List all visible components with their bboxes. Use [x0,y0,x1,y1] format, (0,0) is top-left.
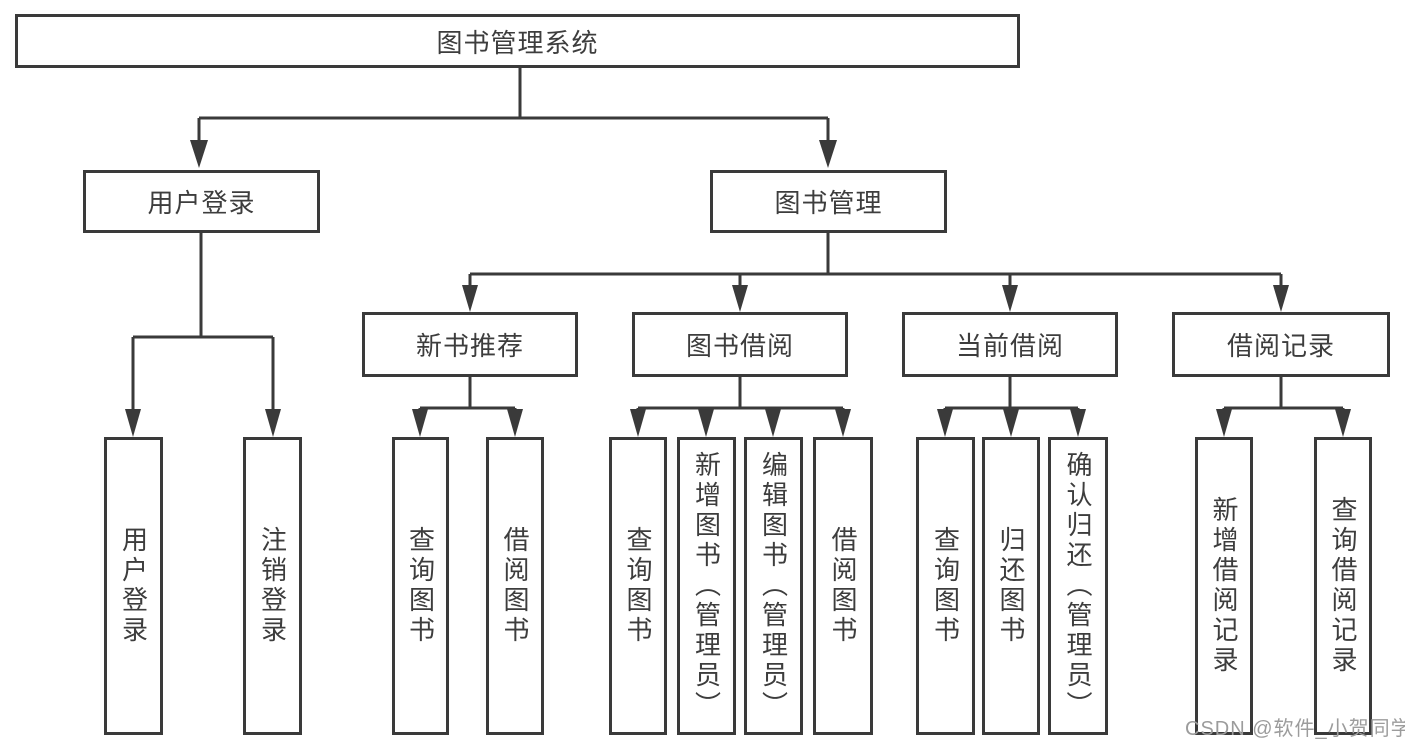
leaf-record-query-label: 查询借阅记录 [1328,496,1358,676]
node-root-label: 图书管理系统 [436,27,599,58]
leaf-logout-label: 注销登录 [257,526,288,646]
leaf-borrow-query-label: 查询图书 [623,526,653,646]
node-current-borrow-label: 当前借阅 [955,331,1064,361]
node-new-book-recommend-label: 新书推荐 [415,331,524,361]
leaf-user-login: 用户登录 [104,437,163,735]
leaf-borrow-add-admin-label: 新增图书（管理员） [691,451,722,721]
leaf-borrow-edit-admin-label: 编辑图书（管理员） [758,451,789,721]
leaf-current-confirm-admin-label: 确认归还（管理员） [1063,451,1093,721]
leaf-record-add-label: 新增借阅记录 [1209,496,1239,676]
leaf-newbook-borrow-label: 借阅图书 [500,526,530,646]
node-book-management: 图书管理 [710,170,947,233]
leaf-current-return-label: 归还图书 [996,526,1026,646]
leaf-newbook-query-label: 查询图书 [405,526,436,646]
node-book-borrow: 图书借阅 [632,312,848,377]
node-user-login-label: 用户登录 [147,188,256,218]
leaf-record-query: 查询借阅记录 [1314,437,1372,735]
leaf-borrow-edit-admin: 编辑图书（管理员） [744,437,803,735]
node-borrow-record-label: 借阅记录 [1226,331,1335,361]
leaf-newbook-query: 查询图书 [392,437,449,735]
leaf-current-return: 归还图书 [982,437,1040,735]
leaf-current-query: 查询图书 [916,437,975,735]
leaf-current-confirm-admin: 确认归还（管理员） [1048,437,1108,735]
node-borrow-record: 借阅记录 [1172,312,1390,377]
node-root: 图书管理系统 [15,14,1020,68]
leaf-user-login-label: 用户登录 [118,526,149,646]
leaf-record-add: 新增借阅记录 [1195,437,1253,735]
node-book-borrow-label: 图书借阅 [685,331,794,361]
leaf-borrow-borrow: 借阅图书 [813,437,873,735]
node-book-management-label: 图书管理 [774,188,883,218]
leaf-current-query-label: 查询图书 [930,526,961,646]
leaf-borrow-add-admin: 新增图书（管理员） [677,437,736,735]
leaf-borrow-query: 查询图书 [609,437,667,735]
leaf-newbook-borrow: 借阅图书 [486,437,544,735]
csdn-watermark: CSDN @软件_小贺同学 [1185,718,1405,740]
leaf-logout: 注销登录 [243,437,302,735]
node-user-login: 用户登录 [83,170,320,233]
node-new-book-recommend: 新书推荐 [362,312,578,377]
leaf-borrow-borrow-label: 借阅图书 [828,526,858,646]
node-current-borrow: 当前借阅 [902,312,1118,377]
